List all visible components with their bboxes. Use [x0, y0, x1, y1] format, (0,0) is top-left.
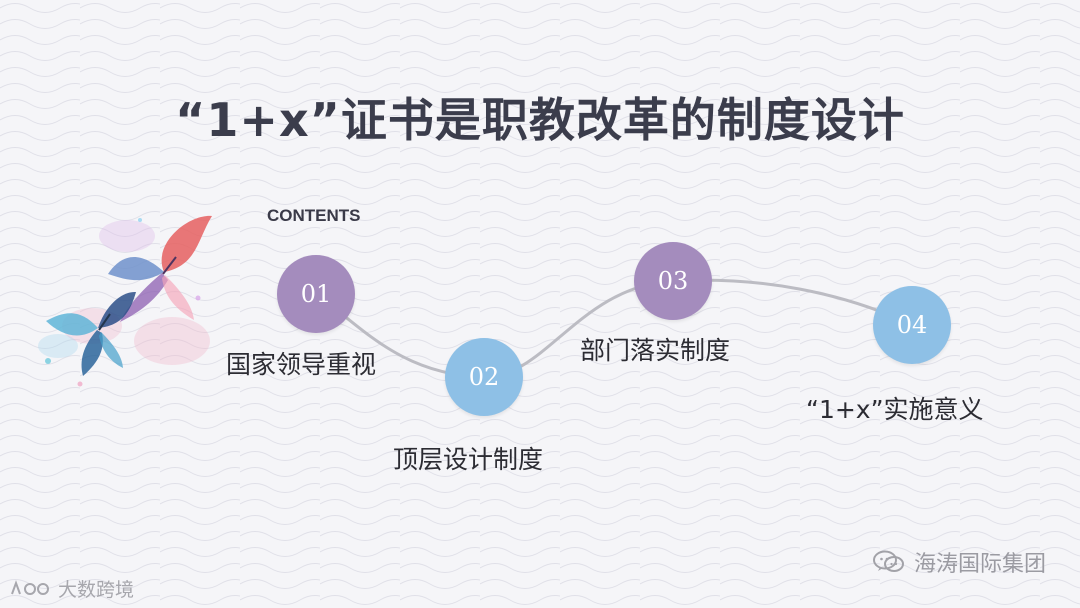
wechat-watermark: 海涛国际集团	[872, 546, 1046, 578]
brand-watermark-text: 大数跨境	[58, 575, 134, 602]
step-03-number: 03	[658, 267, 689, 295]
step-03-label: 部门落实制度	[580, 331, 730, 367]
wechat-icon	[872, 549, 906, 575]
step-02-label: 顶层设计制度	[393, 440, 543, 476]
step-01-number: 01	[301, 280, 332, 308]
brand-logo-icon	[10, 580, 52, 598]
brand-watermark: 大数跨境	[10, 575, 134, 602]
step-04-label: “1+x”实施意义	[806, 390, 984, 426]
step-01-circle: 01	[277, 255, 355, 333]
step-04-circle: 04	[873, 286, 951, 364]
step-01-label: 国家领导重视	[226, 345, 376, 381]
step-02-number: 02	[469, 363, 500, 391]
step-02-circle: 02	[445, 338, 523, 416]
step-04-number: 04	[897, 311, 928, 339]
step-03-circle: 03	[634, 242, 712, 320]
wechat-watermark-text: 海涛国际集团	[914, 546, 1046, 578]
